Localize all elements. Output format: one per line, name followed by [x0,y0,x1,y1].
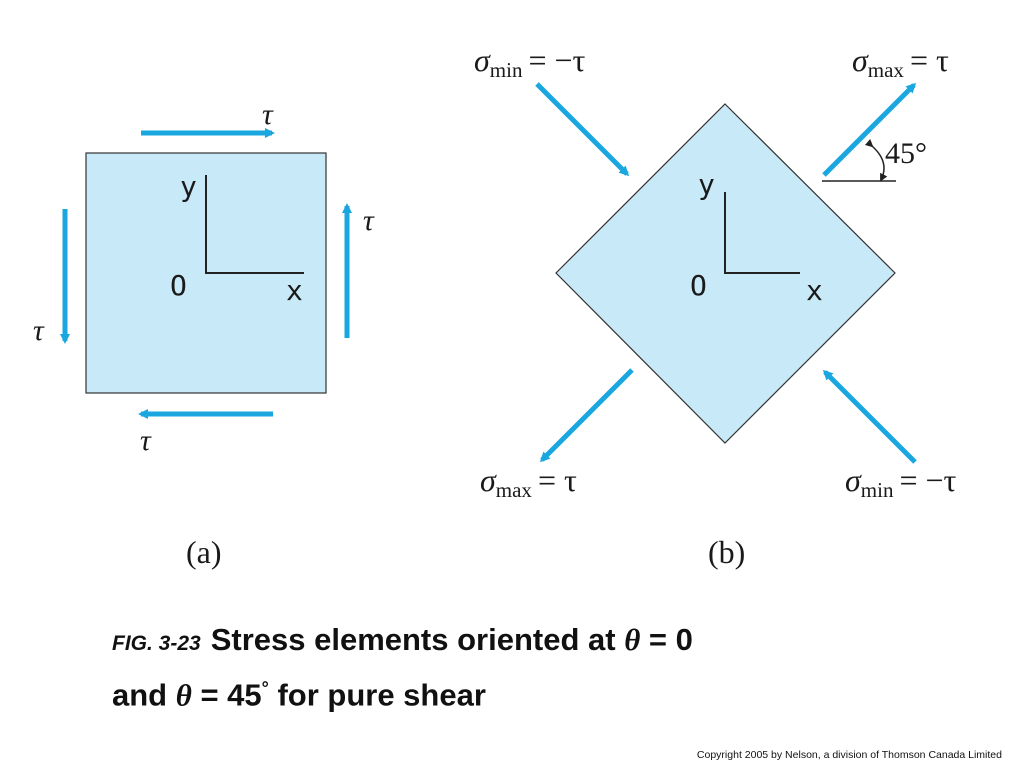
x-axis-label-a: x [286,274,303,307]
caption-line-2: and θ = 45° for pure shear [112,666,972,717]
caption-text-1a: Stress elements oriented at [210,622,625,657]
axes-b [724,192,800,274]
sigma-min-label-bottom-right: σmin= −τ [845,462,957,502]
theta-symbol-2: θ [175,677,192,713]
origin-label-a: O [170,269,187,302]
y-axis-label-b: y [698,168,715,201]
degree-symbol: ° [261,678,269,698]
panel-a: y x O τ τ τ τ (a) [33,98,375,570]
caption-text-2a: and [112,677,176,713]
tau-label-left: τ [33,314,45,347]
copyright-notice: Copyright 2005 by Nelson, a division of … [696,749,1002,761]
angle-arc [864,139,888,182]
y-axis-label-a: y [180,170,197,203]
caption-text-2c: for pure shear [268,677,486,713]
caption-text-1b: = 0 [640,622,693,657]
sigma-max-label-top-right: σmax= τ [852,42,949,82]
figure-number: FIG. 3-23 [112,632,201,655]
panel-b-label: (b) [708,534,745,570]
sigma-min-arrow-bottom-right [822,369,917,464]
tau-label-top: τ [262,98,274,131]
sigma-max-arrow-top-right [822,82,917,177]
caption-line-1: FIG. 3-23 Stress elements oriented at θ =… [112,618,972,666]
tau-label-right: τ [363,204,375,237]
sigma-min-label-top-left: σmin= −τ [474,42,586,82]
angle-label: 45° [885,137,927,170]
caption-text-2b: = 45 [191,677,262,713]
origin-label-b: O [690,269,707,302]
panel-b: y x O σmin= −τ σmax= τ 45° σmax= τ σmin=… [474,42,957,570]
tau-label-bottom: τ [140,424,152,457]
stress-element-figure: y x O τ τ τ τ (a) y x O σmin= −τ σmax= τ [33,42,957,570]
panel-a-label: (a) [186,534,222,570]
theta-symbol: θ [624,622,641,657]
sigma-min-arrow-top-left [535,82,630,177]
sigma-max-arrow-bottom-left [539,368,634,463]
sigma-max-label-bottom-left: σmax= τ [480,462,577,502]
x-axis-label-b: x [806,274,823,307]
axes-a [205,175,304,274]
figure-caption: FIG. 3-23 Stress elements oriented at θ =… [112,618,972,717]
